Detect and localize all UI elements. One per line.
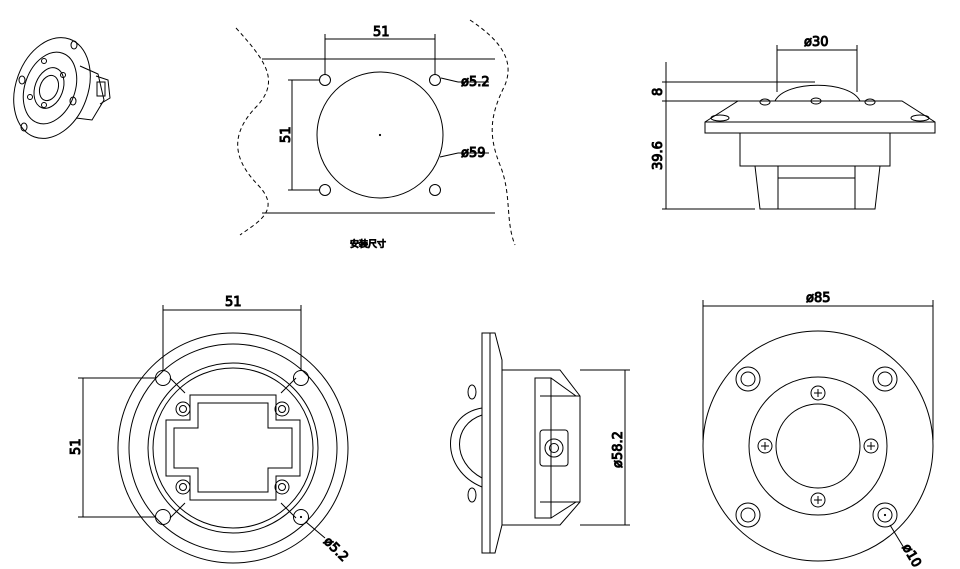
bottom-screw-tr xyxy=(274,401,290,417)
mount-hole-bl xyxy=(319,184,331,196)
iso-screw-2 xyxy=(60,72,66,78)
front-screw-bottom xyxy=(810,492,826,508)
bottom-width-label: 51 xyxy=(225,295,242,310)
front-view xyxy=(702,300,934,562)
side-connector xyxy=(777,177,856,210)
bottom-view xyxy=(78,305,349,564)
side-flange-hole-right xyxy=(910,114,930,122)
profile-dome xyxy=(450,407,483,488)
side-height-label: 39.6 xyxy=(651,141,666,170)
mount-height-label: 51 xyxy=(279,126,294,143)
side-top-label: ø30 xyxy=(804,35,829,50)
front-hole-tl xyxy=(735,366,761,392)
profile-body-label: ø58.2 xyxy=(611,431,626,468)
leader-bottom-hole xyxy=(305,521,326,539)
iso-connector xyxy=(96,81,106,97)
side-screw-1 xyxy=(759,98,771,106)
iso-screw-1 xyxy=(41,58,47,64)
side-leg-left xyxy=(754,165,779,210)
bottom-height-label: 51 xyxy=(69,438,84,455)
mount-cutout-label: ø59 xyxy=(461,146,486,161)
front-outer-ring xyxy=(702,330,934,562)
mount-caption: 安装尺寸 xyxy=(350,238,386,250)
mount-hole-label: ø5.2 xyxy=(461,75,490,90)
front-lens xyxy=(775,403,861,489)
bottom-second-ring xyxy=(128,343,338,553)
bottom-housing-inner xyxy=(173,402,293,493)
front-screw-left xyxy=(757,438,773,454)
side-dome-label: 8 xyxy=(651,88,666,96)
profile-screw-top xyxy=(467,384,477,400)
front-hole-tr xyxy=(872,366,898,392)
mount-hole-tr xyxy=(429,74,441,86)
iso-hole-3 xyxy=(20,122,28,132)
cutout-center-mark xyxy=(378,133,382,137)
bottom-hole-tl xyxy=(155,370,171,386)
iso-body xyxy=(75,65,105,121)
profile-dome-inner xyxy=(459,414,483,479)
front-hole-bl xyxy=(735,502,761,528)
side-body xyxy=(739,132,891,167)
front-outer-label: ø85 xyxy=(806,291,831,306)
bottom-spoke-1 xyxy=(169,377,297,519)
iso-hole-4 xyxy=(18,75,26,85)
side-flange xyxy=(704,100,936,134)
bottom-housing xyxy=(165,394,301,501)
bottom-core-ring xyxy=(152,367,314,529)
iso-bracket xyxy=(95,75,111,105)
side-dome xyxy=(774,84,861,102)
profile-body xyxy=(502,369,581,526)
cutout-circle xyxy=(316,71,444,199)
iso-flange-outer xyxy=(13,37,91,139)
profile-screw-bottom xyxy=(467,487,477,503)
iso-flange-inner xyxy=(22,51,78,125)
bottom-screw-br xyxy=(274,479,290,495)
profile-view xyxy=(450,332,630,554)
mount-hole-tl xyxy=(319,74,331,86)
break-line-right xyxy=(469,19,516,246)
front-hole-br xyxy=(872,502,898,528)
bottom-outer-ring xyxy=(117,332,349,564)
profile-plug xyxy=(539,429,569,467)
bottom-inner-ring xyxy=(147,362,319,534)
iso-hole-2 xyxy=(69,96,77,106)
mount-hole-br xyxy=(429,184,441,196)
iso-lens xyxy=(33,67,65,109)
front-screw-right xyxy=(863,438,879,454)
side-screw-3 xyxy=(864,98,876,106)
leader-hole xyxy=(440,77,459,83)
side-view xyxy=(662,45,936,210)
profile-body-inner xyxy=(534,377,552,519)
leader-front-hole xyxy=(889,524,905,549)
mount-width-label: 51 xyxy=(373,25,390,40)
bottom-screw-bl xyxy=(175,479,191,495)
bottom-hole-label: ø5.2 xyxy=(320,534,351,565)
iso-screw-3 xyxy=(41,102,47,108)
iso-lens-inner xyxy=(38,74,60,102)
bottom-hole-bl xyxy=(155,509,171,525)
bottom-hole-br xyxy=(293,509,309,525)
front-inner-ring xyxy=(748,376,888,516)
leader-cutout xyxy=(439,152,459,158)
side-flange-hole-left xyxy=(710,114,730,122)
profile-port xyxy=(544,438,564,458)
front-screw-top xyxy=(810,385,826,401)
iso-screw-4 xyxy=(27,94,33,100)
mounting-view xyxy=(235,19,516,246)
isometric-view xyxy=(13,37,111,139)
bottom-hole-tr xyxy=(293,370,309,386)
side-screw-2 xyxy=(810,97,822,105)
profile-flange xyxy=(481,332,503,554)
side-leg-right xyxy=(854,165,881,210)
bottom-screw-tl xyxy=(175,401,191,417)
iso-hole-1 xyxy=(70,40,78,50)
profile-ribs xyxy=(540,377,580,519)
